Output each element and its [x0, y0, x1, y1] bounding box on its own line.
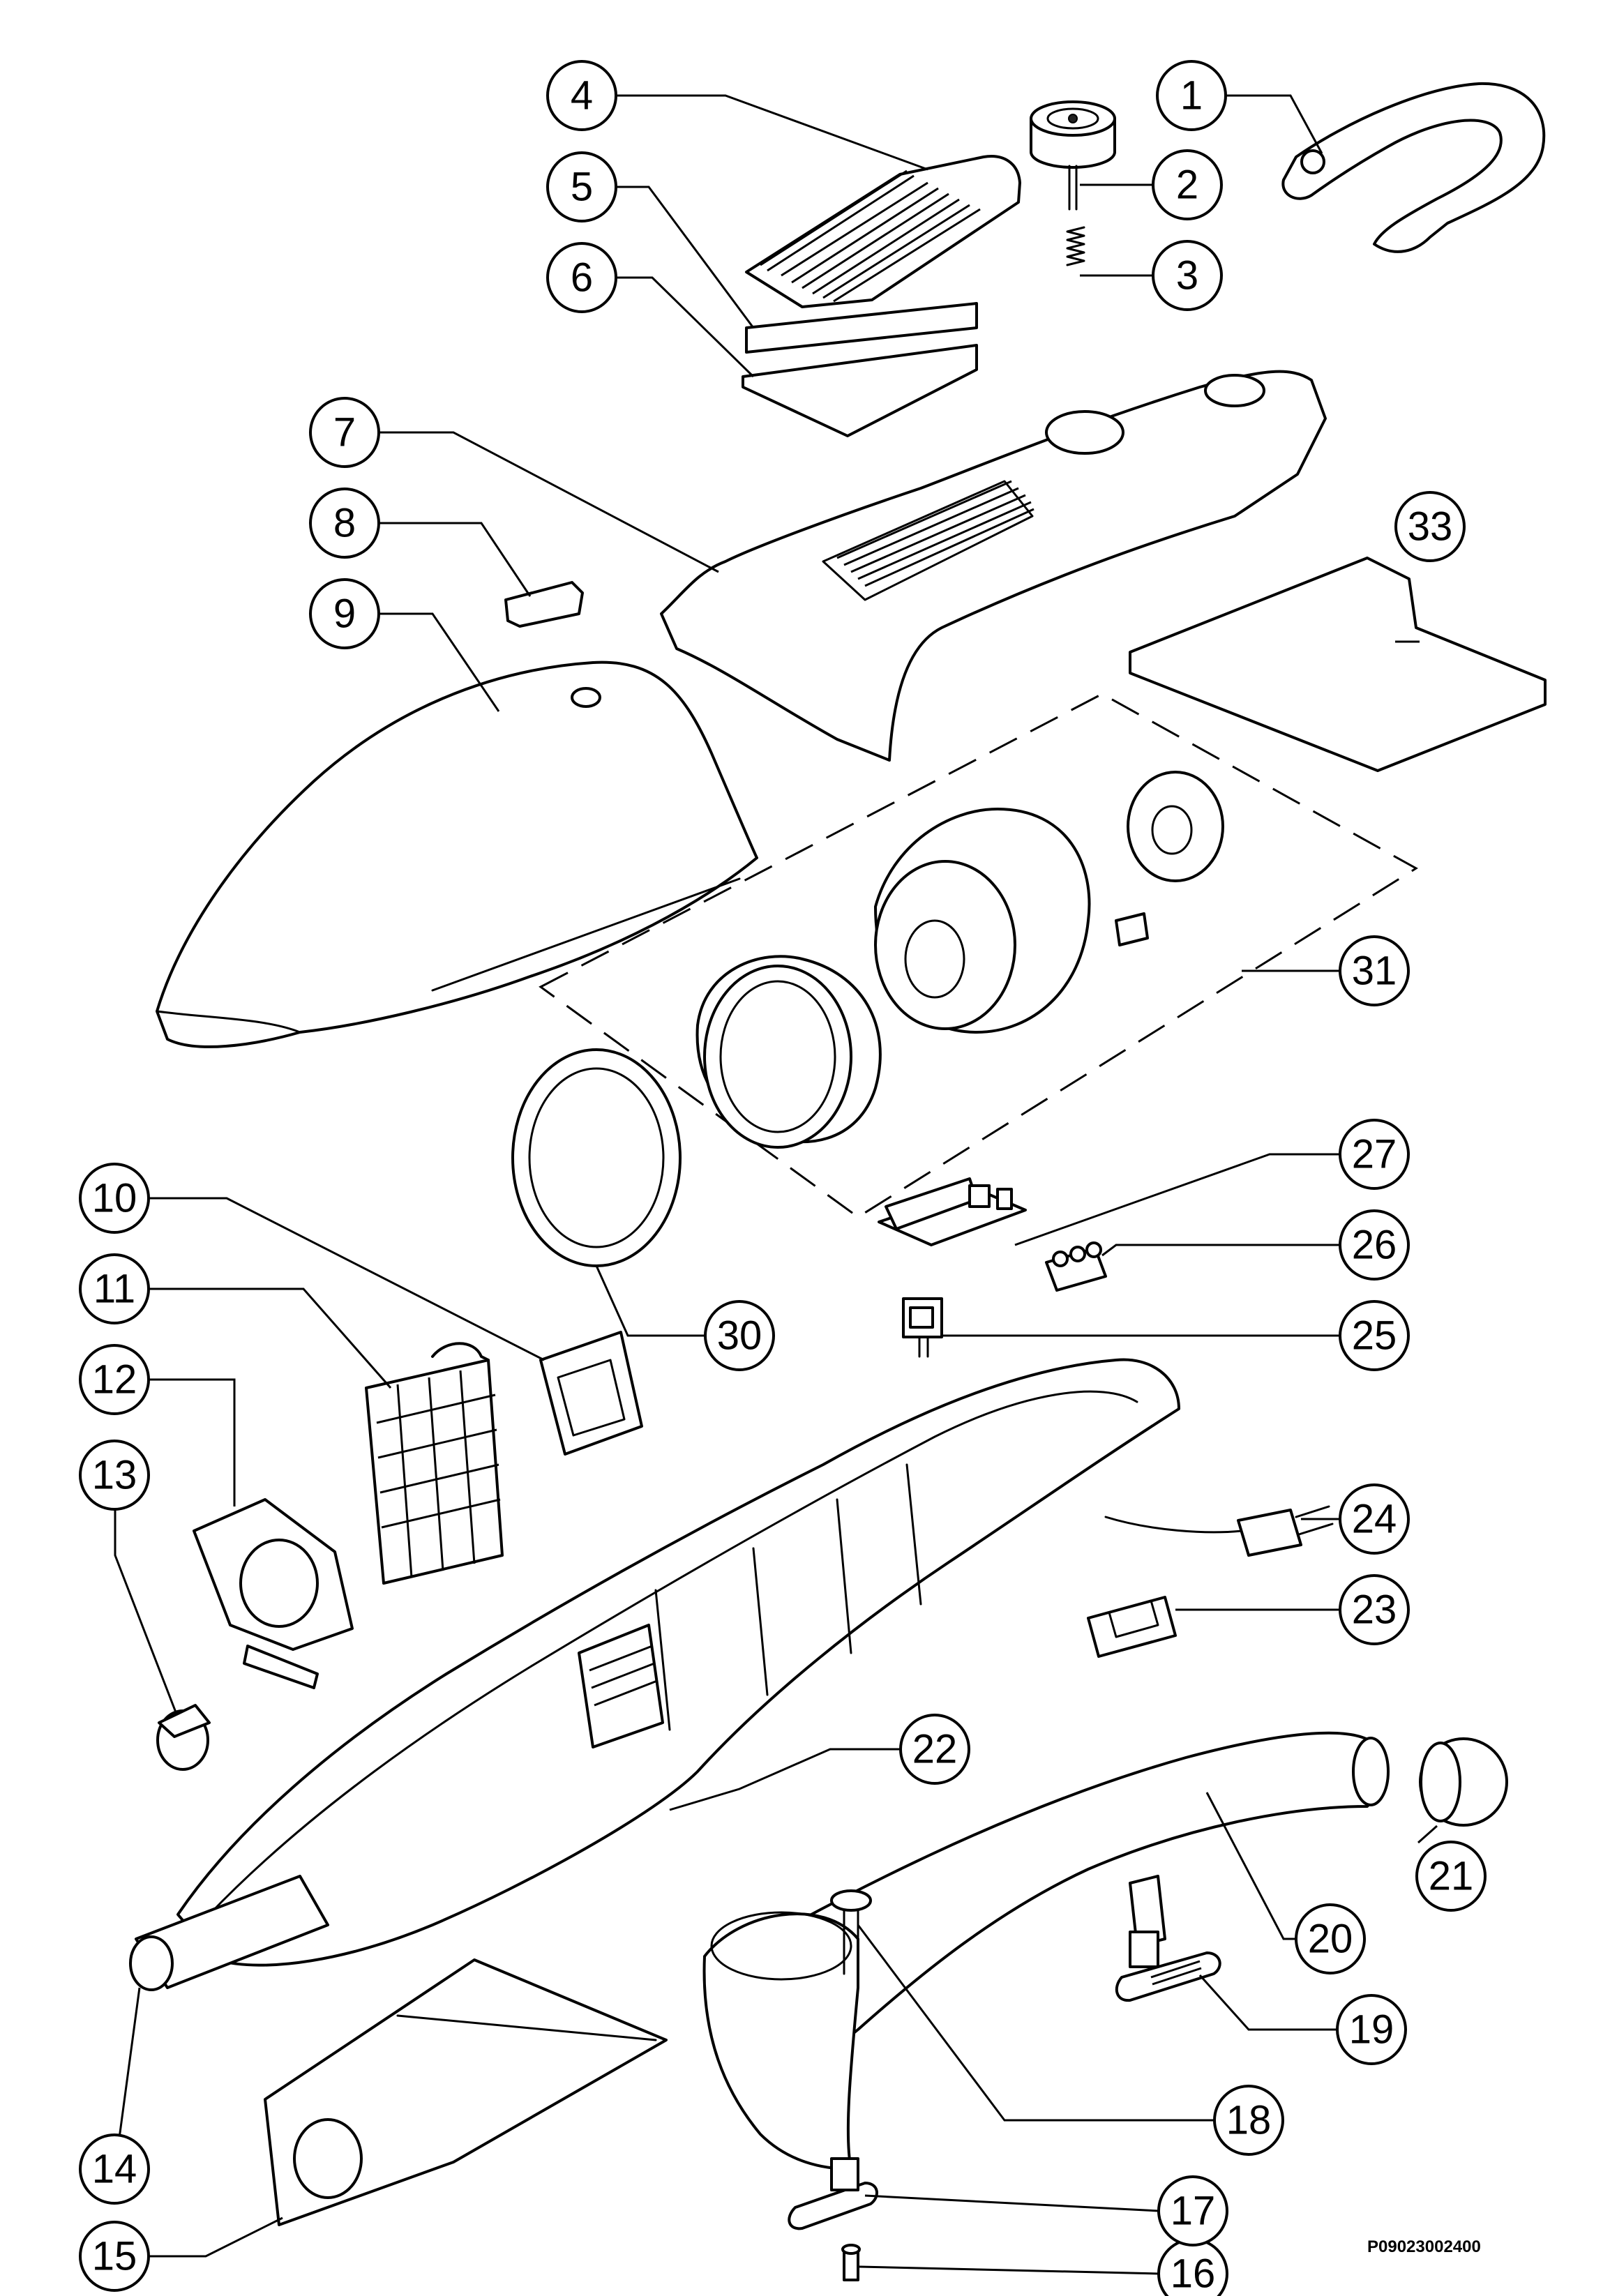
part-exhaust-grille [745, 155, 1021, 308]
callout-23: 23 [1339, 1574, 1410, 1645]
callout-11: 11 [79, 1253, 150, 1324]
callout-5-label: 5 [571, 165, 593, 210]
callout-4: 4 [546, 60, 617, 131]
callout-5: 5 [546, 151, 617, 222]
callout-27-label: 27 [1352, 1132, 1397, 1177]
callout-17: 17 [1157, 2175, 1228, 2246]
part-socket [1087, 1596, 1177, 1658]
callout-31: 31 [1339, 935, 1410, 1006]
part-lower-housing [176, 1358, 1180, 1967]
part-filter-sheet [742, 344, 978, 437]
callout-1-label: 1 [1180, 73, 1203, 119]
part-filter-panel [539, 1331, 643, 1456]
callout-19-label: 19 [1349, 2007, 1394, 2053]
part-suction-head [702, 1911, 859, 2170]
part-nozzle-tube [129, 1875, 329, 1991]
part-filter-pad [745, 302, 978, 354]
part-plunger [830, 1889, 872, 1975]
callout-25-label: 25 [1352, 1313, 1397, 1359]
part-pin [841, 2244, 861, 2281]
part-dust-bag [264, 1958, 668, 2226]
callout-18: 18 [1213, 2085, 1284, 2156]
callout-20-label: 20 [1308, 1917, 1353, 1962]
callout-24: 24 [1339, 1483, 1410, 1555]
callout-23-label: 23 [1352, 1587, 1397, 1633]
part-spring [1066, 226, 1085, 266]
callout-11-label: 11 [93, 1267, 135, 1312]
callout-16-label: 16 [1171, 2251, 1216, 2296]
callout-4-label: 4 [571, 73, 593, 119]
callout-14-label: 14 [92, 2147, 137, 2192]
part-clip [504, 581, 584, 628]
callout-10-label: 10 [92, 1176, 137, 1221]
callout-30-label: 30 [717, 1313, 762, 1359]
callout-24-label: 24 [1352, 1497, 1397, 1542]
part-power-plug [1104, 1505, 1334, 1557]
callout-17-label: 17 [1171, 2189, 1216, 2234]
callout-26: 26 [1339, 1209, 1410, 1281]
callout-22-label: 22 [912, 1727, 958, 1772]
callout-33-label: 33 [1408, 504, 1453, 550]
callout-18-label: 18 [1226, 2098, 1272, 2143]
callout-15: 15 [79, 2221, 150, 2292]
part-bag-filter [365, 1342, 504, 1585]
part-sealing-ring [511, 1048, 682, 1267]
callout-13-label: 13 [92, 1453, 137, 1498]
part-handle [1281, 82, 1546, 253]
leader-lines [114, 94, 1438, 2275]
callout-20: 20 [1295, 1903, 1366, 1974]
part-cap [156, 1704, 211, 1771]
callout-33: 33 [1394, 491, 1466, 562]
callout-1: 1 [1156, 60, 1227, 131]
callout-8: 8 [309, 488, 380, 559]
callout-12: 12 [79, 1344, 150, 1415]
callout-26-label: 26 [1352, 1223, 1397, 1268]
callout-16: 16 [1157, 2238, 1228, 2296]
callout-31-label: 31 [1352, 949, 1397, 994]
part-connector-ring [1419, 1737, 1508, 1827]
part-circuit-board [878, 1177, 1027, 1246]
part-nose-cover [156, 660, 758, 1048]
callout-8-label: 8 [333, 501, 356, 546]
callout-2-label: 2 [1176, 163, 1198, 208]
part-foot [1115, 1931, 1221, 2002]
callout-13: 13 [79, 1440, 150, 1511]
callout-19: 19 [1336, 1994, 1407, 2065]
part-foam-pad [1129, 557, 1547, 772]
callout-25: 25 [1339, 1300, 1410, 1371]
callout-14: 14 [79, 2133, 150, 2205]
callout-27: 27 [1339, 1119, 1410, 1190]
callout-3: 3 [1152, 240, 1223, 311]
callout-9: 9 [309, 578, 380, 649]
part-top-housing [660, 370, 1327, 762]
callout-7-label: 7 [333, 410, 356, 455]
callout-9-label: 9 [333, 591, 356, 637]
callout-6-label: 6 [571, 255, 593, 301]
part-motor-unit [539, 693, 1418, 1218]
callout-15-label: 15 [92, 2234, 137, 2279]
part-terminal-block [1045, 1241, 1107, 1292]
callout-22: 22 [899, 1714, 970, 1785]
part-handle-grip [703, 1731, 1390, 2094]
callout-10: 10 [79, 1163, 150, 1234]
callout-3-label: 3 [1176, 253, 1198, 299]
callout-21-label: 21 [1429, 1854, 1474, 1899]
part-switch [902, 1297, 943, 1358]
reference-code: P09023002400 [1367, 2237, 1481, 2256]
callout-21: 21 [1415, 1841, 1487, 1912]
part-control-knob [1030, 100, 1116, 211]
part-bag-holder [193, 1498, 354, 1689]
callout-7: 7 [309, 397, 380, 468]
callout-12-label: 12 [92, 1357, 137, 1403]
callout-6: 6 [546, 242, 617, 313]
callout-30: 30 [704, 1300, 775, 1371]
callout-2: 2 [1152, 149, 1223, 220]
part-catch [788, 2157, 878, 2230]
